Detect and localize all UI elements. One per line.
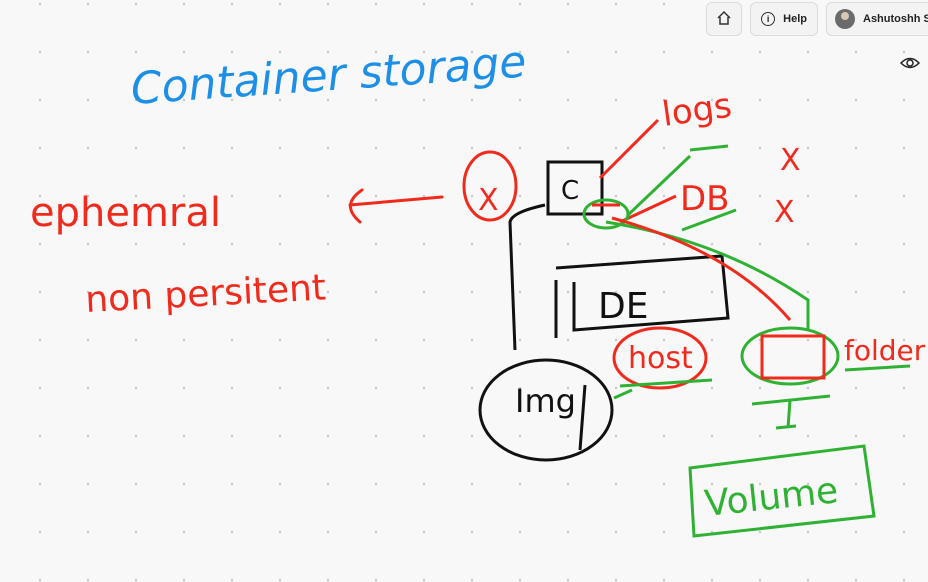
crossed-mark: X bbox=[478, 183, 499, 218]
folder-label: folder bbox=[844, 334, 926, 367]
non-persistent-text: non persitent bbox=[84, 267, 327, 321]
user-menu-button[interactable]: Ashutoshh Sin bbox=[826, 2, 928, 36]
top-toolbar: i Help Ashutoshh Sin bbox=[706, 2, 928, 36]
title-text: Container storage bbox=[129, 36, 528, 115]
logs-label: logs bbox=[660, 86, 734, 135]
de-box bbox=[555, 254, 730, 332]
x-mark-1: X bbox=[780, 143, 801, 178]
avatar bbox=[835, 9, 855, 29]
info-icon: i bbox=[761, 12, 776, 26]
volume-box bbox=[688, 444, 876, 538]
ephemeral-text: ephemral bbox=[30, 190, 221, 236]
folder-box bbox=[760, 334, 826, 380]
host-circle bbox=[612, 326, 708, 390]
home-button[interactable] bbox=[706, 2, 743, 36]
eye-icon[interactable] bbox=[899, 56, 921, 75]
img-label: Img bbox=[515, 382, 576, 420]
volume-label: Volume bbox=[703, 470, 840, 525]
crossed-circle bbox=[462, 150, 518, 222]
connector-line bbox=[508, 203, 546, 351]
arrow-left bbox=[348, 188, 444, 224]
help-button[interactable]: i Help bbox=[750, 2, 818, 36]
container-label: C bbox=[561, 176, 579, 206]
db-label: DB bbox=[680, 179, 730, 219]
user-name: Ashutoshh Sin bbox=[863, 13, 928, 25]
help-label: Help bbox=[783, 13, 807, 25]
img-circle bbox=[478, 358, 614, 462]
container-box bbox=[546, 160, 604, 216]
host-label: host bbox=[628, 341, 693, 376]
de-label: DE bbox=[598, 286, 648, 327]
home-icon bbox=[716, 10, 732, 29]
x-mark-2: X bbox=[774, 195, 795, 230]
